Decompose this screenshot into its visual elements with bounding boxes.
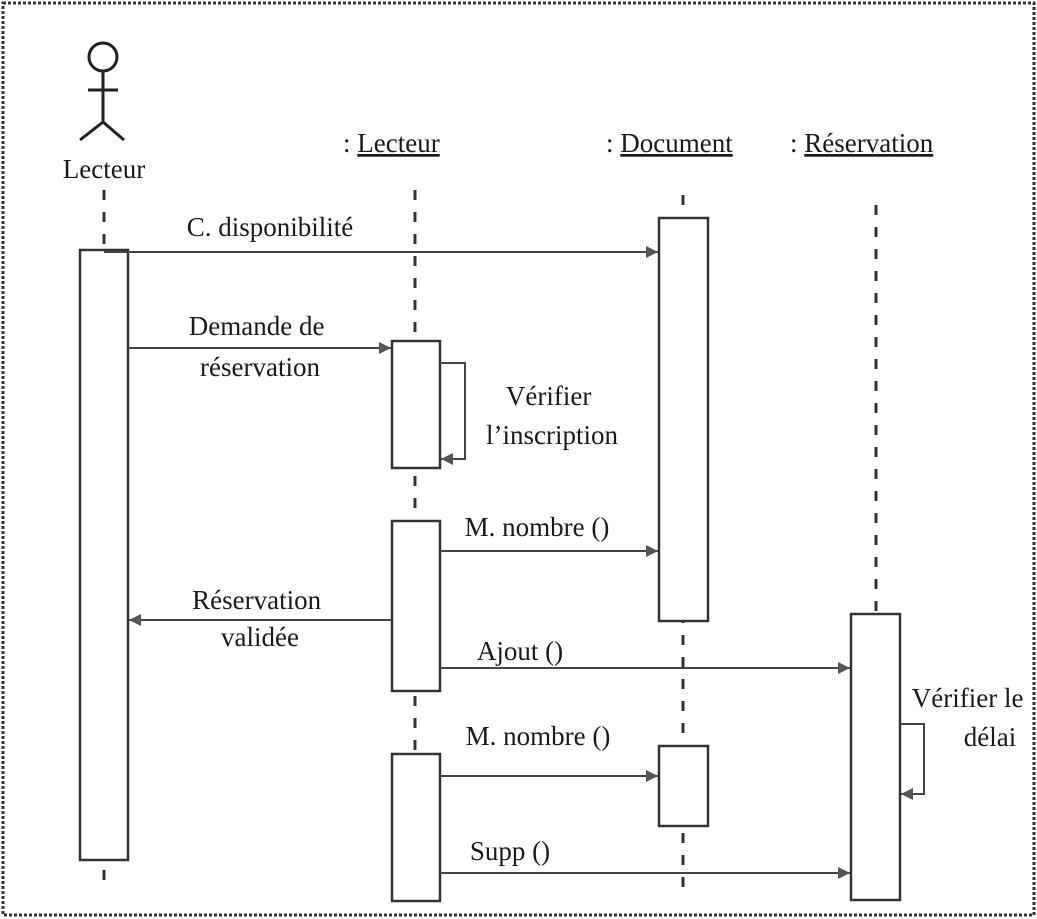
activation-document-1 xyxy=(657,216,710,623)
actor-figure xyxy=(79,41,125,142)
lifeline-header-lecteur: : Lecteur xyxy=(343,128,440,158)
actor-right-leg xyxy=(102,120,125,142)
activation-actor xyxy=(78,248,130,862)
activation-lecteur-3 xyxy=(390,752,442,903)
arrow-verifier-delai xyxy=(900,723,925,800)
message-verifier-inscription: Vérifier l’inscription xyxy=(486,381,618,450)
activation-lecteur-2 xyxy=(390,519,442,693)
lifeline-header-reservation: : Réservation xyxy=(790,128,934,158)
message-c-disponibilite: C. disponibilité xyxy=(187,212,354,242)
message-m-nombre-1: M. nombre () xyxy=(465,512,610,542)
message-reservation-validee: Réservation validée xyxy=(192,585,328,652)
actor-head xyxy=(87,41,119,73)
lifeline-header-document: : Document xyxy=(606,128,733,158)
actor-name: Lecteur xyxy=(63,154,145,184)
activation-reservation xyxy=(849,612,902,902)
activation-document-2 xyxy=(657,744,710,828)
arrow-verifier-inscription xyxy=(440,362,466,465)
message-demande-reservation: Demande de réservation xyxy=(189,311,331,382)
activation-lecteur-1 xyxy=(390,339,442,470)
message-ajout: Ajout () xyxy=(477,636,563,666)
message-m-nombre-2: M. nombre () xyxy=(466,721,611,751)
actor-left-leg xyxy=(79,120,104,142)
message-verifier-delai: Vérifier le délai xyxy=(912,683,1030,752)
message-supp: Supp () xyxy=(470,836,550,866)
